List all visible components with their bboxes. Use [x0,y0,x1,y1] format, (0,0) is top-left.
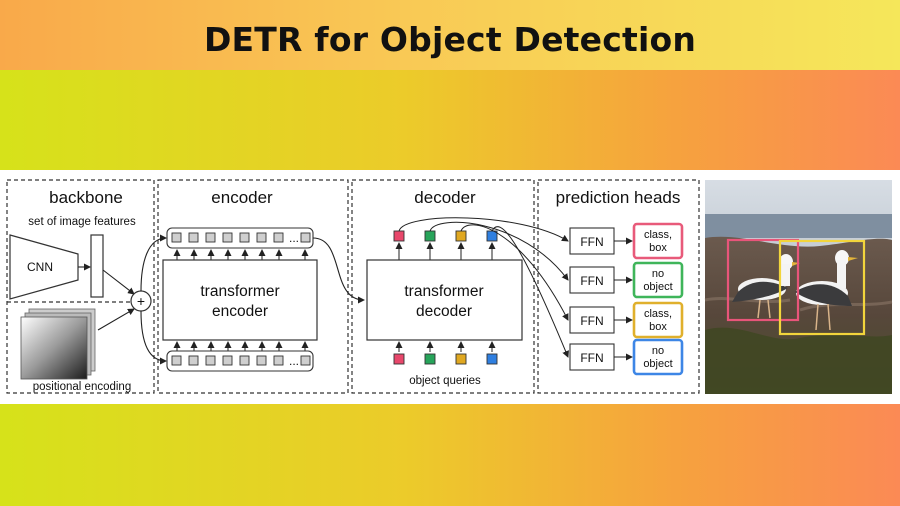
output-3-line2: box [649,321,667,333]
positional-label: positional encoding [33,381,131,393]
encoder-out-token [188,232,199,243]
positional-encoding-image [20,316,88,380]
encoder-frame [157,179,349,394]
output-1-line1: class, [644,229,672,241]
object-queries-label: object queries [409,375,481,387]
detection-box-1 [726,238,800,322]
decoder-output-token-1 [393,230,405,242]
features-label: set of image features [28,216,136,228]
encoder-out-token [239,232,250,243]
encoder-heading: encoder [211,188,273,207]
backbone-section: backbone set of image features CNN posit… [6,179,167,394]
object-query-4 [486,353,498,365]
decoder-block-line1: transformer [404,283,483,300]
plus-symbol: + [137,293,145,309]
cnn-block [9,234,79,300]
decoder-up-arrows [395,242,496,260]
output-1-line2: box [649,242,667,254]
decoder-section: decoder transformer decoder object queri… [351,179,569,394]
ffn-label-3: FFN [580,314,603,328]
object-query-3 [455,353,467,365]
decoder-to-ffn-arrows [398,217,569,358]
ffn-label-4: FFN [580,351,603,365]
transformer-encoder-block [162,259,318,341]
ffn-box-1 [569,227,615,255]
encoder-out-token [171,232,182,243]
photo-foreground [705,327,892,394]
output-2-line1: no [652,268,664,280]
photo-water [705,214,892,238]
prediction-heads-heading: prediction heads [556,188,681,207]
prediction-heads-section: prediction heads FFN class, box FFN no o… [537,179,700,394]
encoder-out-token [300,232,311,243]
ffn-box-2 [569,266,615,294]
ffn-box-3 [569,306,615,334]
encoder-block-line2: encoder [212,303,268,320]
encoder-out-token [205,232,216,243]
output-box-4 [632,338,684,376]
output-3-line1: class, [644,308,672,320]
output-2-line2: object [643,281,672,293]
encoder-out-token [222,232,233,243]
decoder-output-token-2 [424,230,436,242]
encoder-out-token [256,232,267,243]
encoder-in-token [300,355,311,366]
page-title: DETR for Object Detection [203,20,697,59]
object-query-1 [393,353,405,365]
output-4-line1: no [652,345,664,357]
encoder-input-arrows [173,341,309,351]
seagull-photo [704,180,893,394]
output-box-2 [632,261,684,299]
ffn-box-4 [569,343,615,371]
transformer-decoder-block [366,259,523,341]
encoder-to-decoder-arrow [312,237,365,304]
output-box-3 [632,301,684,339]
decoder-heading: decoder [414,188,476,207]
encoder-in-token [239,355,250,366]
seagull-left [732,254,800,319]
plus-to-bottom-row-arrow [140,310,167,365]
ffn-label-1: FFN [580,235,603,249]
pos-to-plus-arrow [97,308,135,331]
encoder-up-arrows [173,249,309,260]
output-box-1 [632,222,684,260]
encoder-in-token [273,355,284,366]
encoder-in-token [205,355,216,366]
feature-map-block [90,234,104,298]
decoder-output-token-3 [455,230,467,242]
decoder-block-line2: decoder [416,303,472,320]
features-to-plus-arrow [102,269,135,295]
encoder-in-token [171,355,182,366]
seagull-right [795,250,858,331]
decoder-frame [351,179,535,394]
ffn-label-2: FFN [580,274,603,288]
object-query-2 [424,353,436,365]
encoder-bottom-ellipsis: ... [289,354,299,368]
backbone-heading: backbone [49,188,123,207]
encoder-out-token [273,232,284,243]
detection-box-2 [778,239,866,336]
plus-to-top-row-arrow [140,234,167,292]
cnn-label: CNN [27,260,53,274]
prediction-heads-frame [537,179,700,394]
backbone-frame [6,179,155,394]
title-band [0,0,900,70]
encoder-section: encoder ... transformer encoder [157,179,365,394]
query-up-arrows [395,341,496,352]
encoder-block-line1: transformer [200,283,279,300]
output-4-line2: object [643,358,672,370]
encoder-in-token [222,355,233,366]
encoder-in-token [256,355,267,366]
encoder-top-ellipsis: ... [289,231,299,245]
encoder-in-token [188,355,199,366]
